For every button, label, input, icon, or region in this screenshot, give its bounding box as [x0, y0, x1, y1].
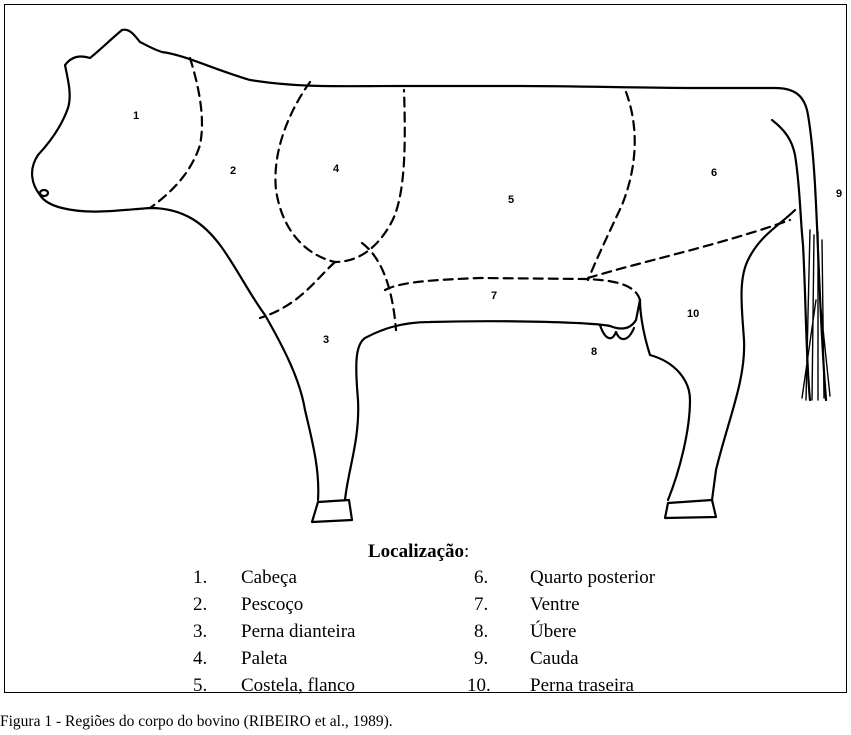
legend-title-bold: Localização — [368, 541, 464, 562]
legend-label: Cabeça — [241, 567, 297, 589]
boundary-flank — [588, 92, 635, 280]
legend-label: Quarto posterior — [530, 567, 655, 589]
boundary-shoulder — [275, 82, 404, 262]
legend-num: 10. — [467, 675, 491, 697]
region-label-9: 9 — [836, 188, 842, 200]
boundary-belly — [385, 278, 640, 300]
legend-num: 5. — [193, 675, 207, 697]
cow-diagram: 1 2 3 4 5 6 7 8 9 10 — [0, 0, 851, 540]
boundary-shoulder-lower — [260, 262, 335, 318]
legend-title-suffix: : — [464, 541, 469, 562]
back-hoof — [665, 500, 716, 518]
legend-label: Perna dianteira — [241, 621, 355, 643]
cow-outline-belly — [345, 300, 640, 500]
region-label-8: 8 — [591, 346, 597, 358]
legend-num: 9. — [474, 648, 488, 670]
legend-label: Ventre — [530, 594, 580, 616]
legend-label: Pescoço — [241, 594, 303, 616]
legend-num: 7. — [474, 594, 488, 616]
cow-outline-back-leg-front — [640, 300, 690, 500]
boundary-head-neck — [150, 58, 202, 208]
legend-title: Localização: — [368, 541, 469, 563]
cow-outline-tail-back — [772, 120, 810, 400]
legend-num: 6. — [474, 567, 488, 589]
region-label-7: 7 — [491, 290, 497, 302]
legend-label: Úbere — [530, 621, 576, 643]
cow-outline-front-leg — [40, 195, 318, 500]
legend-num: 4. — [193, 648, 207, 670]
boundary-rump — [588, 220, 790, 278]
region-label-10: 10 — [687, 308, 699, 320]
legend-label: Cauda — [530, 648, 579, 670]
legend-num: 2. — [193, 594, 207, 616]
figure-caption: Figura 1 - Regiões do corpo do bovino (R… — [0, 713, 393, 731]
region-label-3: 3 — [323, 334, 329, 346]
front-hoof — [312, 500, 352, 522]
legend-label: Costela, flanco — [241, 675, 355, 697]
region-label-2: 2 — [230, 165, 236, 177]
legend-num: 3. — [193, 621, 207, 643]
cow-outline — [32, 30, 826, 400]
legend-label: Perna traseira — [530, 675, 634, 697]
legend-num: 8. — [474, 621, 488, 643]
legend-label: Paleta — [241, 648, 287, 670]
region-label-4: 4 — [333, 163, 340, 175]
region-label-5: 5 — [508, 194, 514, 206]
region-label-1: 1 — [133, 110, 139, 122]
cow-outline-rump — [712, 210, 795, 500]
region-label-6: 6 — [711, 167, 717, 179]
legend-num: 1. — [193, 567, 207, 589]
